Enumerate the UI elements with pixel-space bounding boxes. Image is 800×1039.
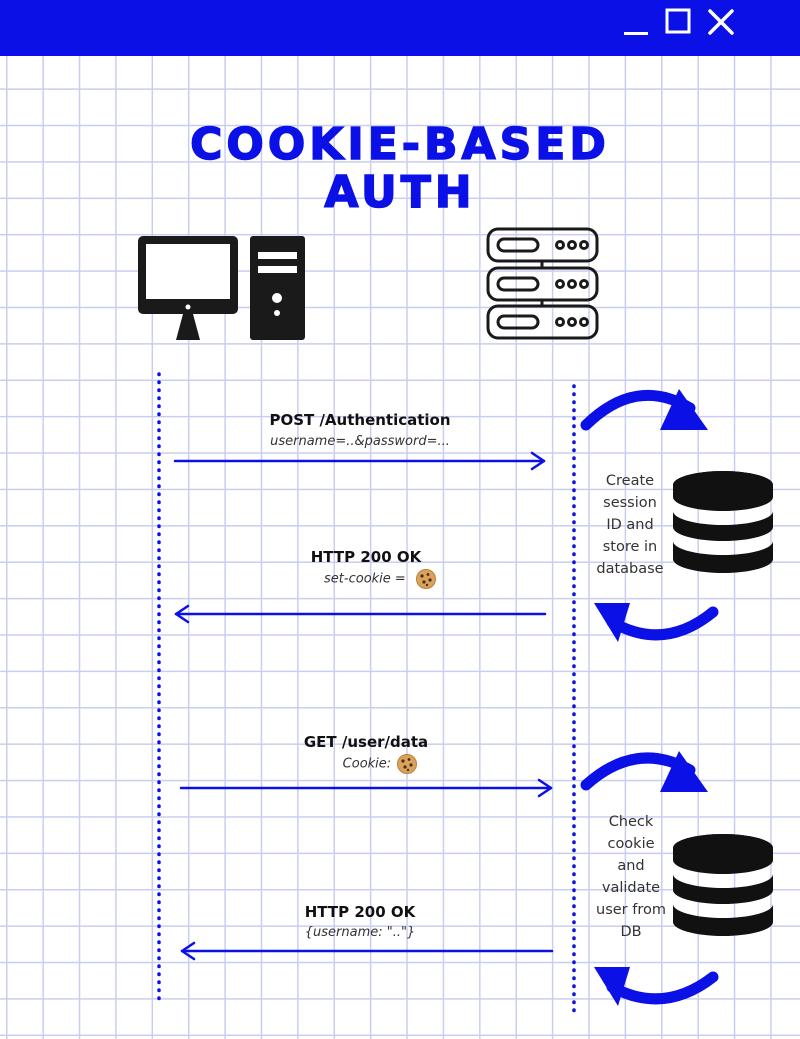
database-icon-1 bbox=[673, 471, 773, 573]
curved-arrow-out-2-icon bbox=[594, 967, 719, 1006]
note-line: DB bbox=[620, 924, 642, 940]
arrow-response-1 bbox=[174, 604, 547, 624]
cookie-icon bbox=[415, 569, 436, 589]
note-line: cookie bbox=[607, 836, 655, 852]
note-line: and bbox=[617, 858, 645, 874]
message-4-title: HTTP 200 OK bbox=[304, 903, 416, 921]
curved-arrow-out-1-icon bbox=[594, 603, 719, 642]
curved-arrow-in-2-icon bbox=[580, 751, 708, 792]
arrow-request-1 bbox=[173, 451, 546, 471]
arrow-request-2 bbox=[179, 778, 553, 798]
close-icon[interactable] bbox=[706, 8, 736, 38]
server-step-2-note: Check cookie and validate user from DB bbox=[586, 811, 676, 943]
note-line: Create bbox=[605, 473, 655, 489]
message-2-detail: set-cookie = bbox=[324, 571, 406, 587]
message-1-title: POST /Authentication bbox=[269, 411, 451, 429]
database-icon-2 bbox=[673, 834, 773, 936]
client-computer-icon bbox=[138, 236, 305, 340]
note-line: store in bbox=[602, 539, 658, 555]
message-3-detail-row: Cookie: bbox=[300, 754, 460, 774]
curved-arrow-in-1-icon bbox=[580, 389, 708, 431]
arrow-response-2 bbox=[180, 941, 554, 961]
note-line: validate bbox=[601, 880, 661, 896]
server-icon bbox=[486, 227, 599, 340]
note-line: database bbox=[596, 561, 664, 577]
message-3-detail: Cookie: bbox=[342, 756, 392, 772]
title-bar bbox=[0, 0, 800, 56]
minimize-icon[interactable] bbox=[622, 8, 652, 38]
note-line: ID and bbox=[606, 517, 654, 533]
note-line: user from bbox=[596, 902, 666, 918]
page-title-line1: COOKIE-BASED bbox=[189, 119, 610, 170]
message-4-detail: {username: ".."} bbox=[304, 925, 416, 940]
page-title-line2: AUTH bbox=[324, 167, 476, 218]
message-3-title: GET /user/data bbox=[303, 733, 429, 751]
cookie-icon bbox=[397, 754, 418, 774]
message-1-detail: username=..&password=... bbox=[270, 434, 450, 449]
message-2-title: HTTP 200 OK bbox=[310, 548, 422, 566]
server-step-1-note: Create session ID and store in database bbox=[585, 470, 675, 580]
note-line: Check bbox=[608, 814, 654, 830]
maximize-icon[interactable] bbox=[664, 8, 694, 38]
note-line: session bbox=[603, 495, 657, 511]
message-2-detail-row: set-cookie = bbox=[300, 569, 460, 589]
